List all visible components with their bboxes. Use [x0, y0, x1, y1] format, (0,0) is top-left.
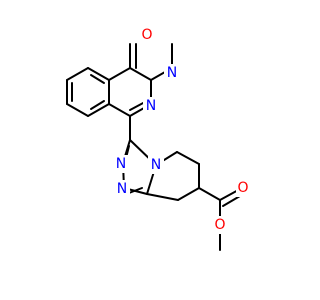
azo-nitrogen: N	[143, 97, 159, 115]
carbonyl-oxygen: O	[236, 179, 250, 197]
atom-label-n: N	[146, 98, 156, 114]
atom-label-o: O	[141, 27, 152, 43]
atom-label-layer: O N N N N N O O	[113, 26, 250, 234]
bond	[90, 74, 105, 84]
label-background	[113, 155, 129, 173]
label-background	[236, 179, 250, 197]
atom-label-n: N	[117, 181, 127, 197]
label-background	[213, 216, 227, 234]
triazole-nitrogen-bottom: N	[114, 180, 130, 198]
atom-label-n: N	[116, 156, 126, 172]
label-background	[164, 64, 180, 82]
bridgehead-nitrogen: N	[148, 156, 164, 174]
label-background	[143, 97, 159, 115]
atom-label-o: O	[214, 217, 225, 233]
bond	[108, 103, 131, 117]
bond	[66, 103, 89, 117]
triazole-nitrogen-top: N	[113, 155, 129, 173]
ester-oxygen: O	[213, 216, 227, 234]
bond	[146, 193, 179, 201]
ketone-oxygen: O	[140, 26, 154, 44]
label-background	[114, 180, 130, 198]
bond	[129, 67, 152, 81]
bond	[222, 195, 241, 207]
atom-label-n: N	[151, 157, 161, 173]
bond	[129, 101, 146, 111]
bond	[176, 151, 200, 165]
bond	[108, 67, 131, 81]
label-background	[140, 26, 154, 44]
molecule-structure: O N N N N N O O	[66, 26, 250, 251]
atom-label-o: O	[237, 180, 248, 196]
bond	[66, 67, 89, 81]
bond	[198, 187, 221, 201]
bond	[90, 100, 105, 110]
bond-layer	[66, 43, 243, 251]
ethyl-nitrogen: N	[164, 64, 180, 82]
atom-label-n: N	[167, 65, 177, 81]
bond	[87, 103, 110, 117]
label-background	[148, 156, 164, 174]
bond	[177, 187, 200, 201]
bond	[87, 67, 110, 81]
bond	[128, 187, 143, 194]
